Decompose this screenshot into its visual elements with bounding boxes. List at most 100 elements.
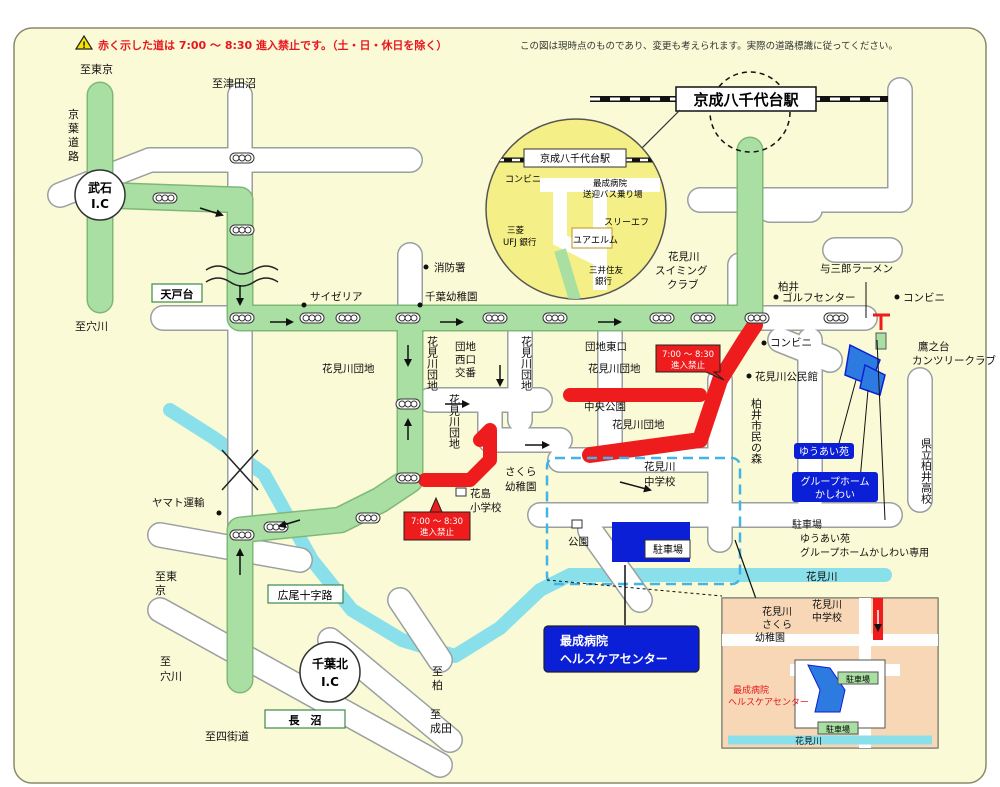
traffic-signal-icon xyxy=(229,312,255,324)
svg-text:長 沼: 長 沼 xyxy=(289,713,322,727)
svg-text:天戸台: 天戸台 xyxy=(161,287,194,301)
svg-text:最成病院: 最成病院 xyxy=(560,633,608,648)
map-disclaimer: この図は現時点のものであり、変更も考えられます。実際の道路標識に従ってください。 xyxy=(520,40,898,52)
svg-text:UFJ 銀行: UFJ 銀行 xyxy=(503,237,537,248)
danchi-label-v2: 花見川団地 xyxy=(448,394,461,449)
svg-text:柏井: 柏井 xyxy=(778,280,799,293)
traffic-signal-icon xyxy=(229,224,255,236)
traffic-signal-icon xyxy=(263,521,289,533)
svg-text:交番: 交番 xyxy=(455,366,476,379)
svg-text:花見川団地: 花見川団地 xyxy=(612,418,665,431)
svg-text:駐車場: 駐車場 xyxy=(792,518,822,531)
svg-text:進入禁止: 進入禁止 xyxy=(671,360,706,371)
svg-text:幼稚園: 幼稚園 xyxy=(755,631,785,644)
traffic-signal-icon xyxy=(649,312,675,324)
svg-text:柏: 柏 xyxy=(432,678,443,692)
svg-text:京成八千代台駅: 京成八千代台駅 xyxy=(540,152,610,165)
hospital-label: 最成病院 ヘルスケアセンター xyxy=(543,625,700,673)
svg-text:西口: 西口 xyxy=(455,354,476,366)
svg-text:駐車場: 駐車場 xyxy=(846,674,870,684)
svg-text:鷹之台: 鷹之台 xyxy=(918,340,950,353)
svg-text:至津田沼: 至津田沼 xyxy=(212,76,256,90)
facilities: ゆうあい苑 グループホーム かしわい 駐車場 ゆうあい苑 グループホームかしわい… xyxy=(792,282,929,559)
traffic-signal-icon xyxy=(395,398,421,410)
svg-text:至: 至 xyxy=(432,665,443,678)
svg-text:花見川: 花見川 xyxy=(795,735,822,747)
svg-text:花見川: 花見川 xyxy=(762,605,792,618)
svg-text:!: ! xyxy=(82,41,86,51)
svg-text:I.C: I.C xyxy=(321,675,339,689)
traffic-signal-icon xyxy=(152,192,178,204)
svg-text:クラブ: クラブ xyxy=(667,278,699,291)
svg-text:花見川: 花見川 xyxy=(668,250,700,263)
svg-text:花見川: 花見川 xyxy=(806,570,838,583)
traffic-signal-icon xyxy=(690,312,716,324)
svg-text:I.C: I.C xyxy=(91,197,109,211)
svg-text:進入禁止: 進入禁止 xyxy=(420,527,455,538)
svg-text:公園: 公園 xyxy=(568,536,589,548)
svg-text:中学校: 中学校 xyxy=(812,611,842,624)
svg-text:三井住友: 三井住友 xyxy=(589,265,624,276)
forest-label: 柏井市民の森 xyxy=(750,397,763,465)
svg-text:コンビニ: コンビニ xyxy=(505,174,541,185)
svg-text:中学校: 中学校 xyxy=(644,475,676,488)
restriction-notice: 赤く示した道は 7:00 〜 8:30 進入禁止です。（土・日・休日を除く） xyxy=(98,38,447,52)
svg-text:路: 路 xyxy=(68,150,79,163)
svg-text:7:00 〜 8:30: 7:00 〜 8:30 xyxy=(662,350,714,360)
svg-text:千葉北: 千葉北 xyxy=(312,656,348,671)
svg-text:葉: 葉 xyxy=(68,121,79,135)
svg-text:かしわい: かしわい xyxy=(815,489,855,501)
svg-text:至東: 至東 xyxy=(155,570,177,583)
svg-text:銀行: 銀行 xyxy=(595,276,613,287)
chibakita-interchange: 千葉北 I.C xyxy=(299,641,361,703)
notice-bar: ! 赤く示した道は 7:00 〜 8:30 進入禁止です。（土・日・休日を除く）… xyxy=(74,34,898,52)
hospital-site: 駐車場 xyxy=(545,456,761,625)
svg-text:駐車場: 駐車場 xyxy=(826,724,850,734)
svg-text:グループホーム: グループホーム xyxy=(800,475,869,488)
svg-text:駐車場: 駐車場 xyxy=(653,543,683,556)
svg-text:サイゼリア: サイゼリア xyxy=(310,291,363,303)
svg-text:花見川団地: 花見川団地 xyxy=(322,362,375,375)
svg-text:小学校: 小学校 xyxy=(470,501,502,514)
svg-text:京: 京 xyxy=(155,583,166,597)
svg-text:スリーエフ: スリーエフ xyxy=(604,218,649,228)
takeishi-interchange: 武石 I.C xyxy=(74,169,126,221)
traffic-signal-icon xyxy=(335,312,361,324)
traffic-signal-icon xyxy=(744,312,770,324)
svg-text:至東京: 至東京 xyxy=(80,62,113,76)
svg-text:ユアエルム: ユアエルム xyxy=(573,235,618,246)
svg-text:中央公園: 中央公園 xyxy=(584,400,626,413)
svg-text:グループホームかしわい専用: グループホームかしわい専用 xyxy=(800,546,929,559)
traffic-signal-icon xyxy=(395,312,421,324)
keiyo-road-label: 京 葉 道 路 xyxy=(68,107,79,163)
svg-text:至穴川: 至穴川 xyxy=(75,319,108,333)
svg-text:花見川: 花見川 xyxy=(644,460,676,473)
svg-text:穴川: 穴川 xyxy=(160,669,182,683)
traffic-signal-icon xyxy=(229,152,255,164)
svg-text:至: 至 xyxy=(160,655,171,668)
svg-text:コンビニ: コンビニ xyxy=(903,292,945,304)
svg-text:ゆうあい苑: ゆうあい苑 xyxy=(799,445,849,458)
svg-text:花見川団地: 花見川団地 xyxy=(588,362,641,375)
svg-text:ヤマト運輸: ヤマト運輸 xyxy=(152,496,205,509)
svg-text:武石: 武石 xyxy=(88,180,112,195)
svg-text:三菱: 三菱 xyxy=(507,225,525,236)
restriction-badge-west: 7:00 〜 8:30 進入禁止 xyxy=(403,496,471,541)
svg-text:さくら: さくら xyxy=(762,619,792,631)
hospital-inset: 駐車場 駐車場 花見川 花見川 中学校 花見川 さくら 幼稚園 最成病院 ヘルス… xyxy=(721,597,939,749)
danchi-label-v3: 花見川団地 xyxy=(520,336,533,391)
svg-text:消防署: 消防署 xyxy=(434,261,466,274)
svg-text:団地: 団地 xyxy=(455,340,476,353)
traffic-signal-icon xyxy=(542,312,568,324)
svg-text:さくら: さくら xyxy=(505,466,537,478)
svg-text:最成病院: 最成病院 xyxy=(593,178,628,189)
traffic-signal-icon xyxy=(355,512,381,524)
svg-text:団地東口: 団地東口 xyxy=(585,340,627,353)
railway-line: 京成八千代台駅 xyxy=(590,71,888,153)
danchi-label-v1: 花見川団地 xyxy=(426,336,439,391)
svg-text:ゴルフセンター: ゴルフセンター xyxy=(782,291,856,304)
svg-text:至四街道: 至四街道 xyxy=(205,729,249,743)
svg-text:広尾十字路: 広尾十字路 xyxy=(278,588,333,602)
svg-text:至: 至 xyxy=(430,708,441,721)
